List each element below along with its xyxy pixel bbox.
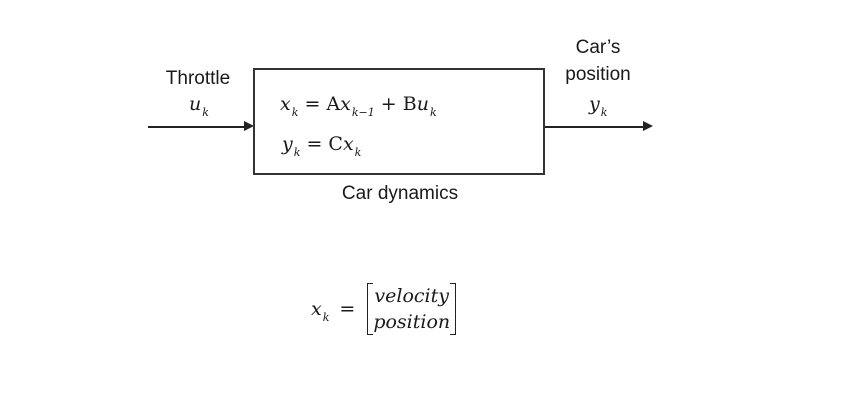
state-vector-top: velocity [374, 285, 450, 307]
input-symbol: uk [189, 93, 209, 119]
state-vector: velocity position [367, 283, 456, 335]
state-equation: xk = Axk−1 + Buk [280, 93, 437, 119]
output-label-line2: position [565, 64, 631, 85]
output-label-line1: Car’s [575, 37, 621, 58]
output-arrow-head [643, 121, 653, 131]
state-vector-bottom: position [373, 311, 451, 333]
input-arrow-line [148, 126, 244, 128]
output-equation: yk = Cxk [282, 133, 362, 159]
system-block [253, 68, 545, 175]
input-label: Throttle [165, 68, 231, 89]
output-arrow-line [545, 126, 643, 128]
state-vector-definition: xk = velocity position [311, 283, 456, 335]
state-vector-lhs: xk [311, 298, 330, 324]
input-arrow-head [244, 121, 254, 131]
state-vector-equals: = [339, 298, 356, 320]
block-caption: Car dynamics [341, 183, 459, 204]
output-symbol: yk [589, 93, 608, 119]
